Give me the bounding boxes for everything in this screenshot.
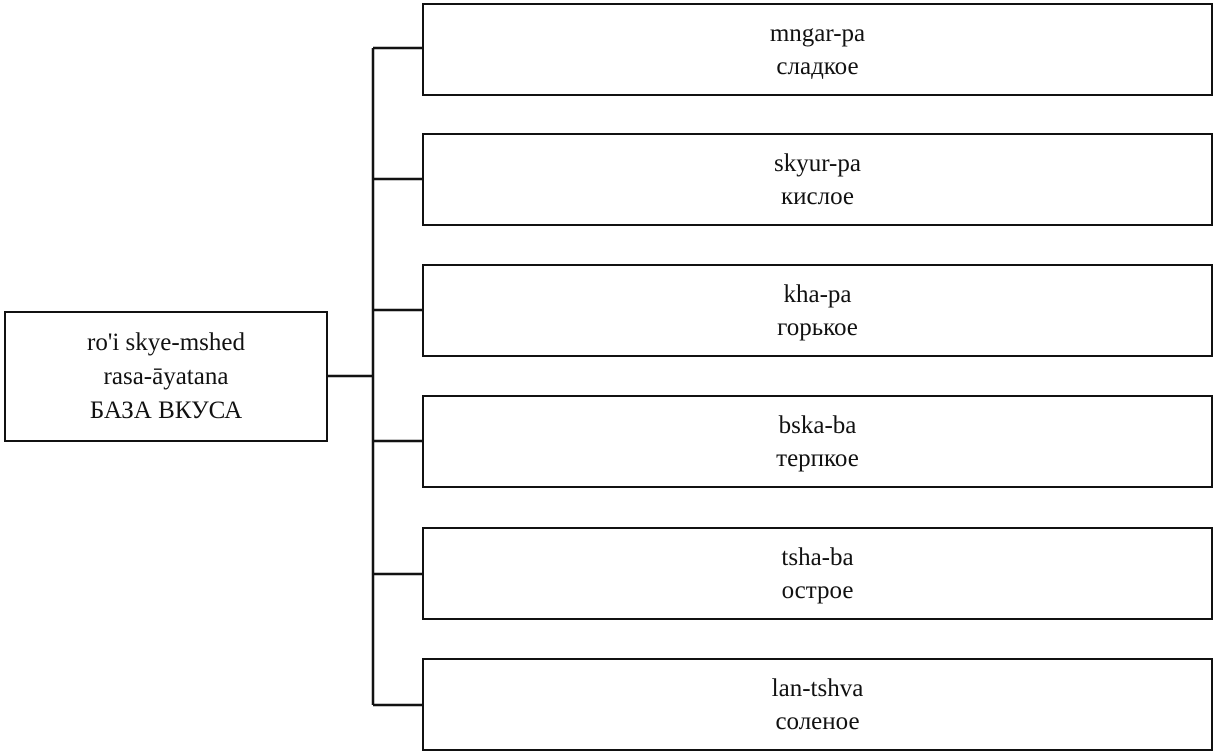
branch-russian-label: сладкое: [776, 52, 859, 80]
root-node-taste-base: ro'i skye-mshed rasa-āyatana БАЗА ВКУСА: [4, 311, 328, 442]
branch-tibetan-label: skyur-pa: [774, 149, 861, 177]
branch-tibetan-label: tsha-ba: [781, 543, 854, 571]
branch-node-astringent: bska-ba терпкое: [422, 395, 1213, 488]
branch-tibetan-label: mngar-pa: [769, 19, 866, 47]
root-sanskrit-label: rasa-āyatana: [103, 362, 229, 390]
branch-russian-label: острое: [781, 576, 854, 604]
branch-tibetan-label: kha-pa: [783, 280, 852, 308]
root-russian-label: БАЗА ВКУСА: [89, 396, 243, 424]
branch-tibetan-label: bska-ba: [778, 411, 857, 439]
branch-russian-label: соленое: [775, 707, 860, 735]
root-tibetan-label: ro'i skye-mshed: [87, 328, 245, 356]
branch-russian-label: терпкое: [776, 444, 859, 472]
branch-node-sour: skyur-pa кислое: [422, 133, 1213, 226]
branch-russian-label: кислое: [781, 182, 854, 210]
branch-node-salty: lan-tshva соленое: [422, 658, 1213, 751]
branch-node-pungent: tsha-ba острое: [422, 527, 1213, 620]
branch-node-bitter: kha-pa горькое: [422, 264, 1213, 357]
branch-tibetan-label: lan-tshva: [771, 674, 864, 702]
branch-russian-label: горькое: [777, 313, 858, 341]
branch-node-sweet: mngar-pa сладкое: [422, 3, 1213, 96]
